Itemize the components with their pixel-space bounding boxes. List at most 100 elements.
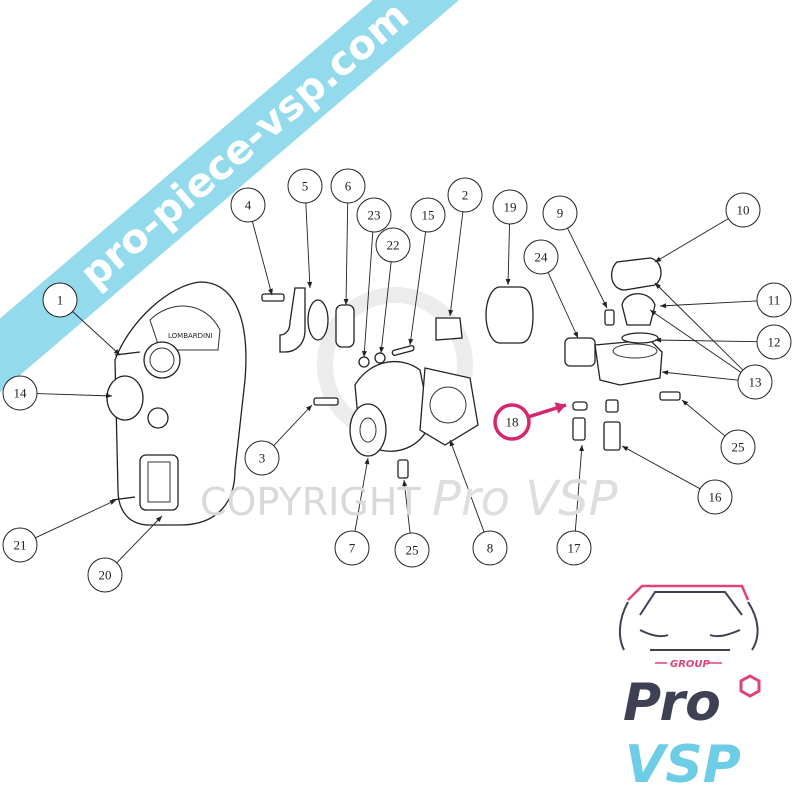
pump-gasket-part	[419, 367, 479, 446]
callout-number: 16	[709, 490, 723, 505]
callout-number: 22	[387, 238, 400, 253]
arrowhead-icon	[379, 346, 385, 353]
callout-number: 24	[535, 250, 549, 265]
leader-line	[654, 282, 744, 371]
arrowhead-icon	[602, 301, 607, 308]
car-windshield	[639, 591, 743, 616]
callout-number: 4	[245, 198, 252, 213]
callout-circle	[375, 227, 411, 263]
leader-line	[409, 231, 427, 346]
elbow-flange	[307, 299, 329, 341]
callout-circle	[556, 530, 592, 566]
leader-line	[654, 339, 758, 343]
hex-nut-icon	[739, 674, 761, 698]
arrowhead-icon	[448, 309, 454, 316]
website-banner: pro-piece-vsp.com	[0, 0, 699, 510]
washer-part	[374, 352, 386, 364]
callout-number: 10	[737, 203, 750, 218]
arrowhead-icon	[682, 400, 689, 406]
arrowhead-icon	[573, 331, 578, 338]
logo-vsp-text: VSP	[625, 735, 741, 795]
leader-line	[305, 202, 311, 289]
leader-line	[345, 202, 349, 306]
callout-circle	[330, 168, 366, 204]
callout-8: 8	[449, 439, 508, 566]
leader-line	[507, 223, 511, 286]
callout-number: 11	[768, 293, 781, 308]
leader-line	[273, 404, 313, 446]
timing-cover: LOMBARDINI	[106, 281, 247, 526]
car-headlights	[639, 629, 741, 651]
arrowhead-icon	[579, 445, 585, 452]
callout-21: 21	[2, 499, 117, 563]
arrowhead-icon	[655, 337, 662, 343]
callout-18: 18	[493, 402, 567, 441]
leader-line	[36, 393, 113, 397]
callout-circle	[737, 364, 773, 400]
callout-23: 23	[356, 197, 392, 358]
leader-line	[116, 515, 163, 564]
bolt-part	[397, 459, 409, 479]
callout-24: 24	[523, 239, 579, 339]
copyright-watermark: COPYRIGHT	[200, 480, 421, 524]
callout-7: 7	[334, 457, 370, 566]
leader-line	[35, 499, 117, 539]
callout-number: 25	[732, 440, 745, 455]
callout-number: 2	[462, 188, 469, 203]
callout-11: 11	[659, 282, 792, 318]
callout-circle	[394, 532, 430, 568]
leader-line	[354, 457, 369, 532]
callout-circle	[725, 192, 761, 228]
callout-number: 23	[368, 208, 381, 223]
callout-number: 19	[504, 200, 517, 215]
callout-circle	[697, 479, 733, 515]
callout-number: 5	[302, 179, 309, 194]
arrowhead-icon	[361, 350, 367, 357]
arrowhead-icon	[650, 310, 657, 316]
callout-20: 20	[87, 515, 163, 593]
arrowhead-icon	[113, 349, 120, 355]
callout-number: 21	[14, 538, 27, 553]
callout-circle	[756, 324, 792, 360]
callout-2: 2	[447, 177, 483, 317]
callout-circle	[2, 527, 38, 563]
leader-line	[449, 439, 485, 533]
callout-circle	[493, 403, 531, 441]
callout-4: 4	[230, 187, 273, 296]
callout-number: 20	[99, 568, 112, 583]
banner-text: pro-piece-vsp.com	[72, 0, 418, 298]
callout-circle	[334, 530, 370, 566]
callout-number: 12	[768, 335, 781, 350]
leader-line	[567, 228, 608, 309]
callout-number: 25	[406, 543, 419, 558]
copyright-brand-watermark: Pro VSP	[432, 471, 618, 527]
callout-circle	[523, 239, 559, 275]
arrowhead-icon	[655, 283, 662, 289]
leader-line	[547, 272, 579, 339]
arrowhead-icon	[662, 370, 669, 376]
plug-part	[435, 317, 463, 341]
callout-circle	[472, 530, 508, 566]
arrowhead-icon	[622, 446, 629, 452]
callout-10: 10	[654, 192, 761, 263]
callout-16: 16	[621, 445, 733, 515]
callout-circle	[756, 282, 792, 318]
provsp-logo: GROUP Pro VSP	[618, 584, 761, 795]
leader-line	[449, 211, 464, 317]
callout-13: 13	[649, 282, 773, 400]
arrowhead-icon	[660, 303, 667, 309]
callout-number: 9	[557, 206, 564, 221]
arrowhead-icon	[307, 281, 313, 288]
callout-9: 9	[542, 195, 608, 309]
arrowhead-icon	[449, 440, 455, 447]
callout-number: 8	[487, 541, 494, 556]
callout-circle	[410, 197, 446, 233]
callout-circle	[42, 282, 78, 318]
arrowhead-icon	[105, 393, 112, 399]
callout-circle	[542, 195, 578, 231]
arrowhead-icon	[364, 458, 370, 465]
banner-band	[0, 0, 699, 510]
callout-circle	[356, 197, 392, 233]
callout-6: 6	[330, 168, 366, 306]
